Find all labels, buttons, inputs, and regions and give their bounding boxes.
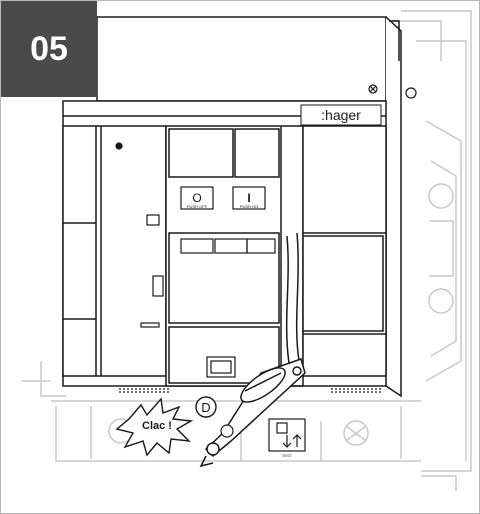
off-button-caption: PUSH OFF	[187, 204, 208, 209]
step-number: 05	[30, 29, 68, 68]
on-button-symbol: I	[247, 191, 250, 205]
clac-callout: Clac !	[115, 397, 194, 457]
logo-plate: :hager	[300, 104, 382, 126]
body-details	[115, 84, 417, 393]
off-button-symbol: O	[192, 191, 201, 205]
test-indicator	[220, 418, 306, 452]
clac-sound-label: Clac !	[142, 420, 172, 432]
on-button-caption: PUSH ON	[240, 204, 258, 209]
test-indicator-caption: TEST	[282, 453, 293, 458]
position-marker-letter: D	[201, 400, 210, 415]
step-number-badge: 05	[1, 1, 97, 97]
breaker-body	[62, 16, 402, 398]
brand-logo: :hager	[321, 107, 361, 123]
position-marker: D	[195, 396, 217, 418]
chassis-background	[21, 10, 472, 491]
